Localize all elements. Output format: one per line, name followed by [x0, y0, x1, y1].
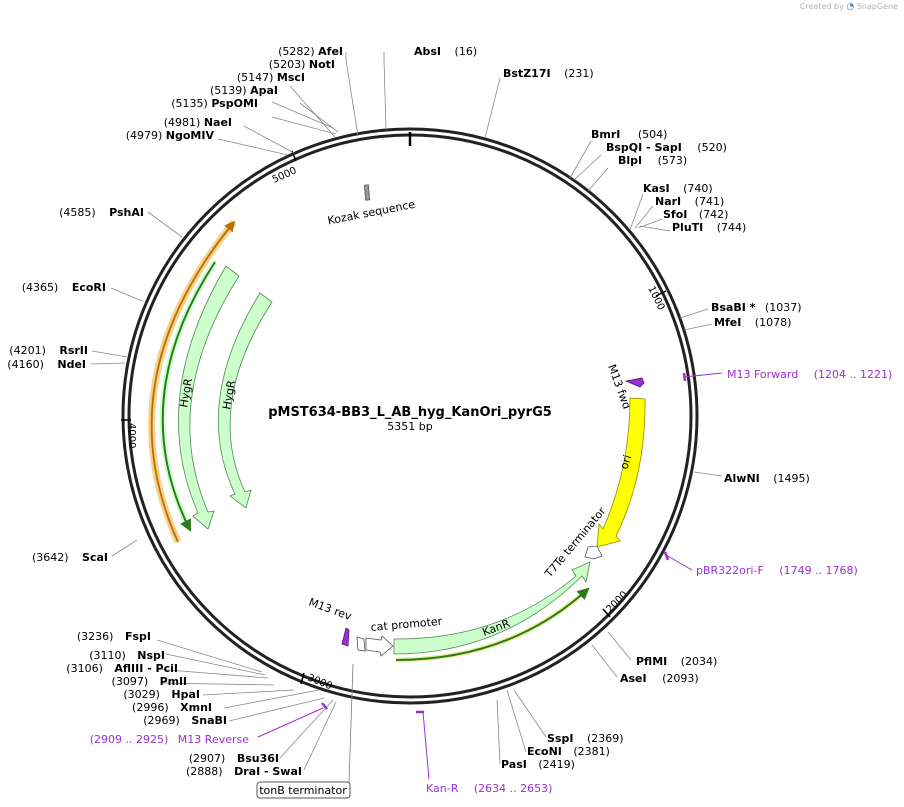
tick-label-1000: 1000 [645, 284, 666, 312]
ori-label: ori [617, 453, 634, 471]
site-nari: NarI (741) [655, 195, 724, 208]
site-alwni: AlwNI (1495) [724, 472, 810, 485]
site-pasi: PasI (2419) [501, 758, 575, 771]
watermark-created-by: Created by [799, 2, 844, 11]
site-msci: (5147) MscI [237, 71, 305, 84]
site-bmri: BmrI (504) [591, 128, 667, 141]
kanr-orf-arrow [395, 587, 590, 661]
primer-m13-reverse: (2909 .. 2925) M13 Reverse [90, 733, 249, 746]
site-ngomiv: (4979) NgoMIV [126, 129, 215, 142]
tick-1000: 1000 [645, 284, 666, 312]
site-drai-swai: (2888) DraI - SwaI [186, 765, 302, 778]
hygr-label-2: HygR [220, 379, 238, 411]
plasmid-name: pMST634-BB3_L_AB_hyg_KanOri_pyrG5 [268, 405, 552, 420]
site-bstz17i: BstZ17I (231) [503, 67, 594, 80]
m13-fwd-feature [624, 377, 645, 388]
site-pshai: (4585) PshAI [59, 206, 144, 219]
primer-leaders [257, 372, 723, 780]
site-asei: AseI (2093) [620, 672, 699, 685]
site-nspi: (3110) NspI [89, 649, 165, 662]
kanr-feature [393, 561, 591, 655]
tonb-feature [356, 636, 366, 652]
site-scai: (3642) ScaI [32, 551, 108, 564]
cat-promoter-feature [365, 635, 394, 657]
site-sspi: SspI (2369) [547, 732, 624, 745]
site-labels: (5282) AfeI AbsI (16) BstZ17I (231) (520… [7, 45, 810, 778]
site-absi: AbsI (16) [414, 45, 477, 58]
cat-promoter-label: cat promoter [370, 615, 443, 634]
tick-label-4000: 4000 [126, 423, 137, 448]
site-econi: EcoNI (2381) [527, 745, 610, 758]
site-mfei: MfeI (1078) [714, 316, 791, 329]
site-leaders [90, 52, 723, 771]
site-apai: (5139) ApaI [210, 84, 278, 97]
site-noti: (5203) NotI [269, 58, 335, 71]
watermark-brand: SnapGene [856, 2, 898, 11]
site-pflmi: PflMI (2034) [636, 655, 717, 668]
site-ecori: (4365) EcoRI [22, 281, 106, 294]
kozak-label: Kozak sequence [327, 198, 417, 228]
site-fspi: (3236) FspI [77, 630, 151, 643]
primer-kan-r: Kan-R (2634 .. 2653) [426, 782, 552, 795]
primer-m13-forward: M13 Forward (1204 .. 1221) [727, 368, 892, 381]
site-kasi: KasI (740) [643, 182, 713, 195]
site-afei: (5282) AfeI [278, 45, 343, 58]
site-afliii-pcii: (3106) AflIII - PciI [66, 662, 178, 675]
hygr-feature-2 [217, 292, 273, 509]
tonb-label-box [256, 781, 351, 799]
primer-labels: M13 Forward (1204 .. 1221) pBR322ori-F (… [90, 368, 893, 795]
m13-fwd-label: M13 fwd [605, 363, 633, 411]
site-xmni: (2996) XmnI [132, 701, 212, 714]
ori-feature [596, 397, 646, 548]
hygr-orf-orange-arrow [150, 220, 236, 543]
site-blpi: BlpI (573) [618, 154, 687, 167]
snapgene-logo-icon: ◔ [846, 2, 855, 12]
site-naei: (4981) NaeI [164, 116, 232, 129]
primer-pbr322ori-f: pBR322ori-F (1749 .. 1768) [696, 564, 858, 577]
backbone-outer-circle [121, 127, 699, 705]
kanr-label: KanR [481, 617, 512, 639]
watermark: Created by ◔ SnapGene [800, 2, 898, 12]
t7te-feature [584, 545, 603, 560]
m13-rev-label: M13 rev [307, 596, 354, 624]
tonb-label: tonB terminator [259, 784, 347, 797]
site-snabi: (2969) SnaBI [143, 714, 227, 727]
site-bspqi-sapi: BspQI - SapI (520) [606, 141, 727, 154]
site-rsrii: (4201) RsrII [9, 344, 88, 357]
hygr-orf-green-arrow [161, 261, 216, 532]
tonb-leader [348, 663, 354, 784]
kozak-feature [363, 184, 371, 201]
site-ndei: (4160) NdeI [7, 358, 86, 371]
site-pspomi: (5135) PspOMI [171, 97, 258, 110]
primer-marks [321, 372, 687, 714]
site-pluti: PluTI (744) [672, 221, 746, 234]
site-hpai: (3029) HpaI [123, 688, 200, 701]
site-sfoi: SfoI (742) [663, 208, 728, 221]
tick-4000: 4000 [121, 419, 137, 448]
plasmid-size: 5351 bp [387, 420, 432, 433]
hygr-feature-1 [178, 265, 240, 530]
site-pmli: (3097) PmlI [112, 675, 187, 688]
site-bsabi: BsaBI * (1037) [711, 301, 802, 314]
site-bsu36i: (2907) Bsu36I [189, 752, 279, 765]
m13-rev-feature [341, 627, 350, 647]
hygr-label-1: HygR [177, 377, 195, 409]
